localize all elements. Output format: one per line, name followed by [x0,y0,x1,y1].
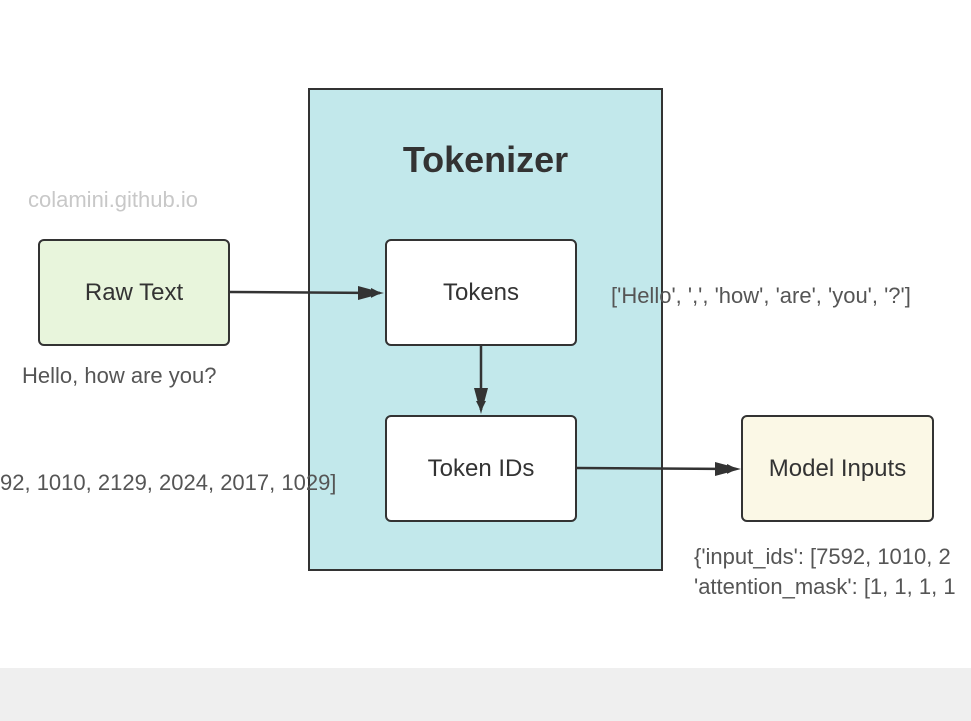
tokens-example: ['Hello', ',', 'how', 'are', 'you', '?'] [611,283,911,308]
raw-text-node: Raw Text [38,239,230,346]
tokens-label: Tokens [442,278,520,306]
watermark: colamini.github.io [28,187,198,212]
tokens-node: Tokens [385,239,577,346]
token-ids-node: Token IDs [385,415,577,522]
model-inputs-example-line1: {'input_ids': [7592, 1010, 2 [694,544,951,569]
footer-band [0,668,971,721]
token-ids-label: Token IDs [427,454,535,482]
raw-text-label: Raw Text [84,278,184,306]
tokenizer-title: Tokenizer [402,139,569,180]
raw-text-example: Hello, how are you? [22,363,217,388]
model-inputs-node: Model Inputs [741,415,934,522]
token-ids-example: 92, 1010, 2129, 2024, 2017, 1029] [0,470,337,495]
model-inputs-label: Model Inputs [768,454,907,482]
model-inputs-example-line2: 'attention_mask': [1, 1, 1, 1 [694,574,956,599]
